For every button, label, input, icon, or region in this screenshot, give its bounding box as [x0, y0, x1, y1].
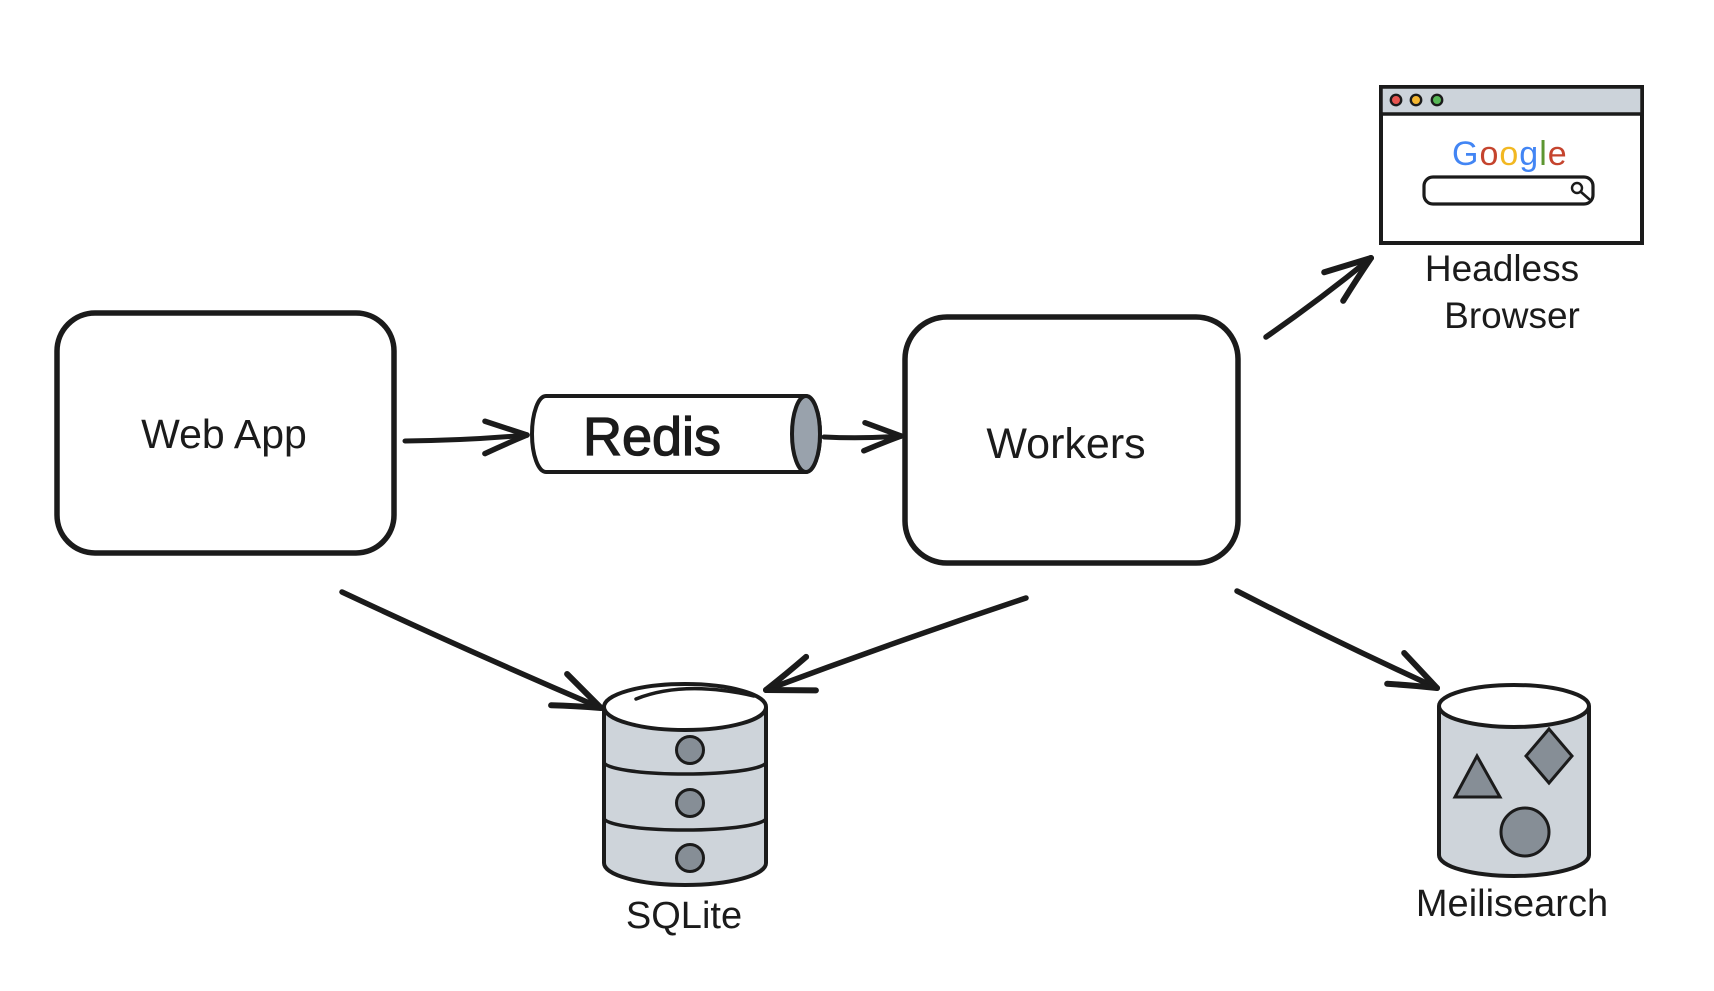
svg-text:Headless: Headless: [1425, 248, 1579, 289]
svg-text:Google: Google: [1452, 135, 1568, 173]
svg-text:Meilisearch: Meilisearch: [1416, 883, 1608, 925]
svg-text:SQLite: SQLite: [626, 895, 742, 937]
svg-text:Browser: Browser: [1444, 295, 1580, 336]
svg-text:Web App: Web App: [141, 411, 307, 457]
svg-text:Workers: Workers: [986, 420, 1145, 468]
svg-text:Redis: Redis: [583, 407, 721, 467]
